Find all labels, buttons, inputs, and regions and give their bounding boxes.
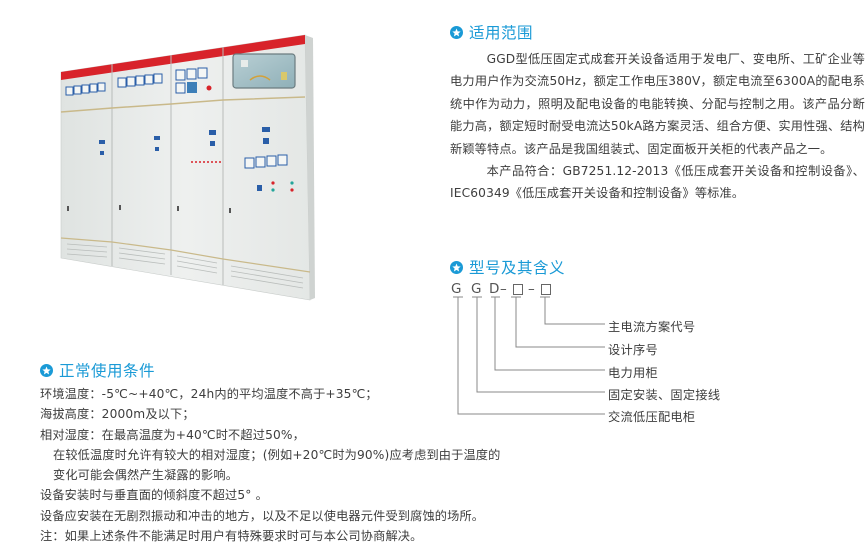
condition-ambient-temperature: 环境温度：-5℃~+40℃，24h内的平均温度不高于+35℃； — [40, 387, 378, 401]
star-circle-icon — [450, 260, 463, 274]
model-heading-text: 型号及其含义 — [469, 259, 566, 277]
meaning-main-circuit-scheme: 主电流方案代号 — [608, 320, 696, 334]
switchgear-cabinet-illustration — [60, 34, 315, 301]
model-code-char-2: G — [471, 281, 482, 297]
conditions-body: 环境温度：-5℃~+40℃，24h内的平均温度不高于+35℃； 海拔高度：200… — [40, 384, 540, 545]
condition-humidity-note-2: 变化可能会偶然产生凝露的影响。 — [53, 468, 239, 483]
condition-inclination: 设备安装时与垂直面的倾斜度不超过5° 。 — [40, 488, 268, 503]
scope-heading: 适用范围 — [450, 21, 533, 43]
model-heading: 型号及其含义 — [450, 256, 565, 278]
star-circle-icon — [450, 25, 463, 39]
model-code-placeholder-2 — [541, 284, 551, 295]
meaning-ac-lv-distribution: 交流低压配电柜 — [608, 410, 696, 424]
scope-paragraph-2: 本产品符合：GB7251.12-2013《低压成套开关设备和控制设备》、IEC6… — [450, 164, 865, 201]
model-designation-diagram — [453, 296, 605, 415]
meaning-power-cabinet: 电力用柜 — [608, 366, 658, 380]
star-circle-icon — [40, 363, 53, 377]
condition-altitude: 海拔高度：2000m及以下； — [40, 407, 195, 422]
condition-installation-site: 设备应安装在无剧烈振动和冲击的地方，以及不足以使电器元件受到腐蚀的场所。 — [40, 508, 485, 523]
model-code-char-3: D — [489, 281, 500, 297]
model-code-char-1: G — [451, 281, 462, 297]
model-code-dash-2: – — [528, 281, 536, 297]
model-code-placeholder-1 — [513, 284, 523, 295]
meaning-fixed-install: 固定安装、固定接线 — [608, 388, 721, 402]
conditions-heading-text: 正常使用条件 — [59, 362, 156, 380]
scope-paragraph-1: GGD型低压固定式成套开关设备适用于发电厂、变电所、工矿企业等电力用户作为交流5… — [450, 52, 865, 156]
condition-relative-humidity: 相对湿度：在最高温度为+40℃时不超过50%， — [40, 427, 305, 442]
scope-heading-text: 适用范围 — [469, 24, 534, 42]
condition-note: 注：如果上述条件不能满足时用户有特殊要求时可与本公司协商解决。 — [40, 529, 423, 544]
condition-humidity-note-1: 在较低温度时允许有较大的相对湿度；(例如+20℃时为90%)应考虑到由于温度的 — [53, 447, 501, 462]
model-code-dash-1: – — [500, 281, 508, 297]
conditions-heading: 正常使用条件 — [40, 359, 155, 381]
product-image-switchgear — [55, 30, 315, 310]
meaning-design-serial: 设计序号 — [608, 343, 658, 357]
scope-body: GGD型低压固定式成套开关设备适用于发电厂、变电所、工矿企业等电力用户作为交流5… — [450, 48, 865, 205]
